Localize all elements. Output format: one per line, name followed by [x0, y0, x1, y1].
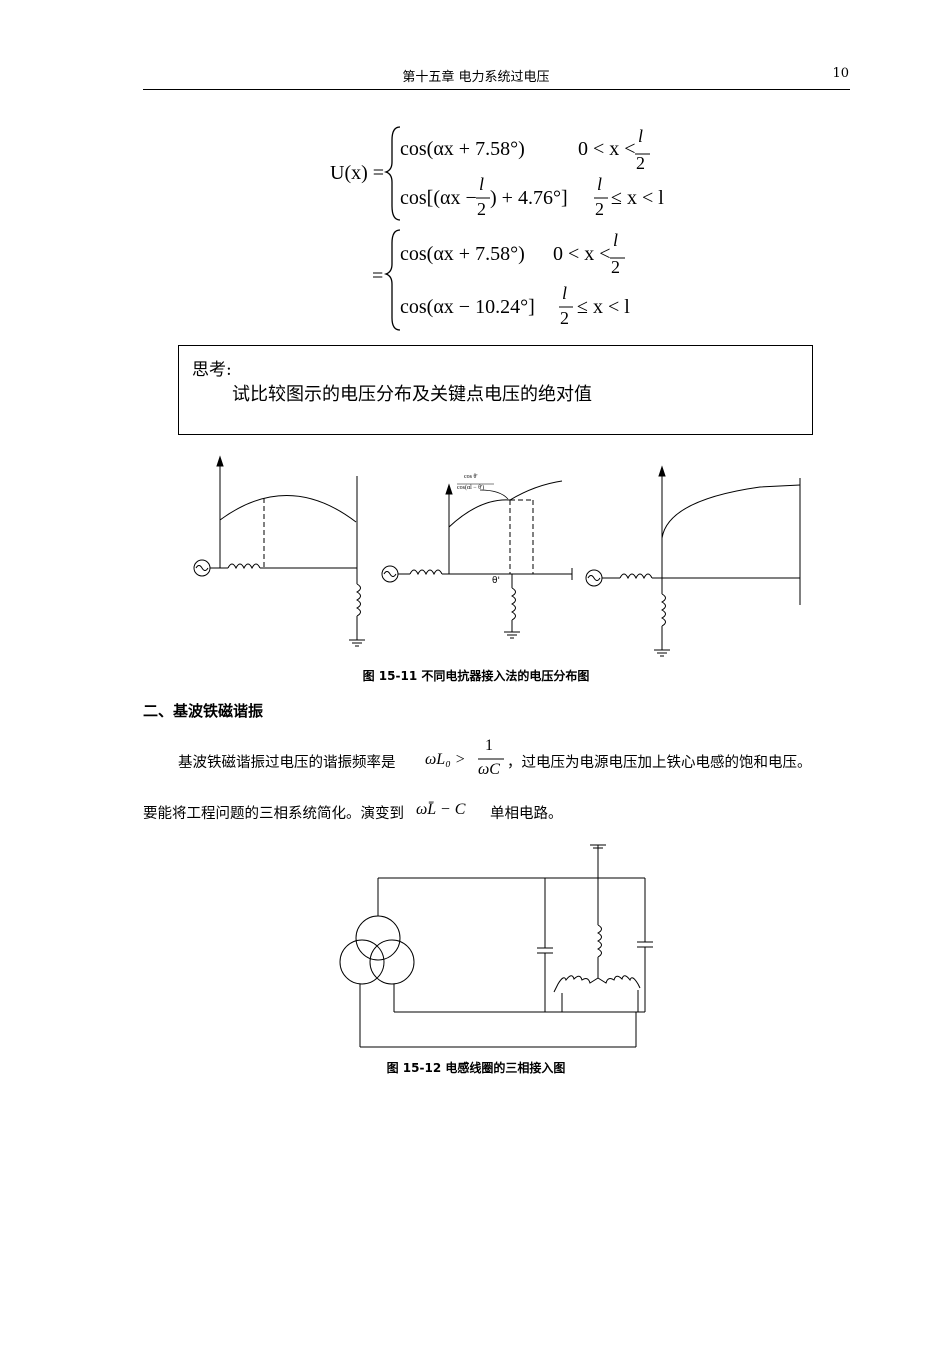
fraction-numerator: l — [479, 174, 485, 194]
think-box — [178, 345, 813, 435]
paragraph-line1-text: 基波铁磁谐振过电压的谐振频率是 — [178, 755, 396, 771]
equation1-case2-b: ) + 4.76°] — [490, 187, 568, 209]
fraction-numerator: l — [597, 174, 603, 194]
diagram-panel-3 — [585, 465, 801, 657]
equation2-equals: = — [372, 265, 384, 287]
equation-lhs: U(x) = — [330, 162, 385, 184]
paragraph-line1-tail: ，过电压为电源电压加上铁心电感的饱和电压。 — [507, 755, 812, 771]
section-heading: 二、基波铁磁谐振 — [143, 702, 264, 720]
fraction-numerator: l — [613, 230, 619, 250]
transformer-circle-right — [369, 939, 415, 985]
formula-lhs: ωL₀ > — [425, 751, 466, 768]
equation2-case1: cos(αx + 7.58°) — [400, 243, 525, 265]
equation2-case2: cos(αx − 10.24°] — [400, 296, 535, 318]
fraction-denominator: 2 — [560, 308, 569, 328]
transformer-circle-top — [355, 915, 401, 961]
equation1-case2-a: cos[(αx − — [400, 187, 477, 209]
equation2-condition2: ≤ x < l — [577, 296, 630, 318]
fraction-numerator: l — [638, 126, 644, 146]
equation1-condition2: ≤ x < l — [611, 187, 664, 209]
transformer-circle-left — [339, 939, 385, 985]
fraction-denominator: 2 — [477, 199, 486, 219]
equation1-case1: cos(αx + 7.58°) — [400, 138, 525, 160]
label-cos-numerator: cos θ' — [464, 474, 478, 480]
think-box-title: 思考: — [192, 360, 232, 380]
equation1-condition1: 0 < x < — [578, 138, 636, 160]
label-cos-denominator: cos(αl − θ') — [457, 485, 485, 491]
fraction-denominator: 2 — [595, 199, 604, 219]
page-header-title: 第十五章 电力系统过电压 — [402, 70, 550, 85]
paragraph-line2-tail: 单相电路。 — [490, 806, 563, 822]
paragraph-line2-text: 要能将工程问题的三相系统简化。演变到 — [143, 806, 404, 822]
header-rule — [143, 89, 850, 90]
formula-denominator: ωC — [478, 761, 500, 778]
fraction-denominator: 2 — [611, 257, 620, 277]
think-box-text: 试比较图示的电压分布及关键点电压的绝对值 — [232, 384, 592, 405]
figure-12-caption: 图 15-12 电感线圈的三相接入图 — [386, 1061, 566, 1075]
formula-numerator: 1 — [485, 737, 493, 754]
diagram-panel-2 — [381, 480, 573, 639]
figure-11-caption: 图 15-11 不同电抗器接入法的电压分布图 — [362, 669, 590, 683]
diagram-panel-1 — [193, 455, 365, 647]
page-number: 10 — [832, 66, 849, 81]
formula-inline: ωL̄ − C — [416, 801, 466, 818]
equation2-condition1: 0 < x < — [553, 243, 611, 265]
fraction-numerator: l — [562, 283, 568, 303]
label-theta: θ' — [492, 576, 500, 586]
fraction-denominator: 2 — [636, 153, 645, 173]
